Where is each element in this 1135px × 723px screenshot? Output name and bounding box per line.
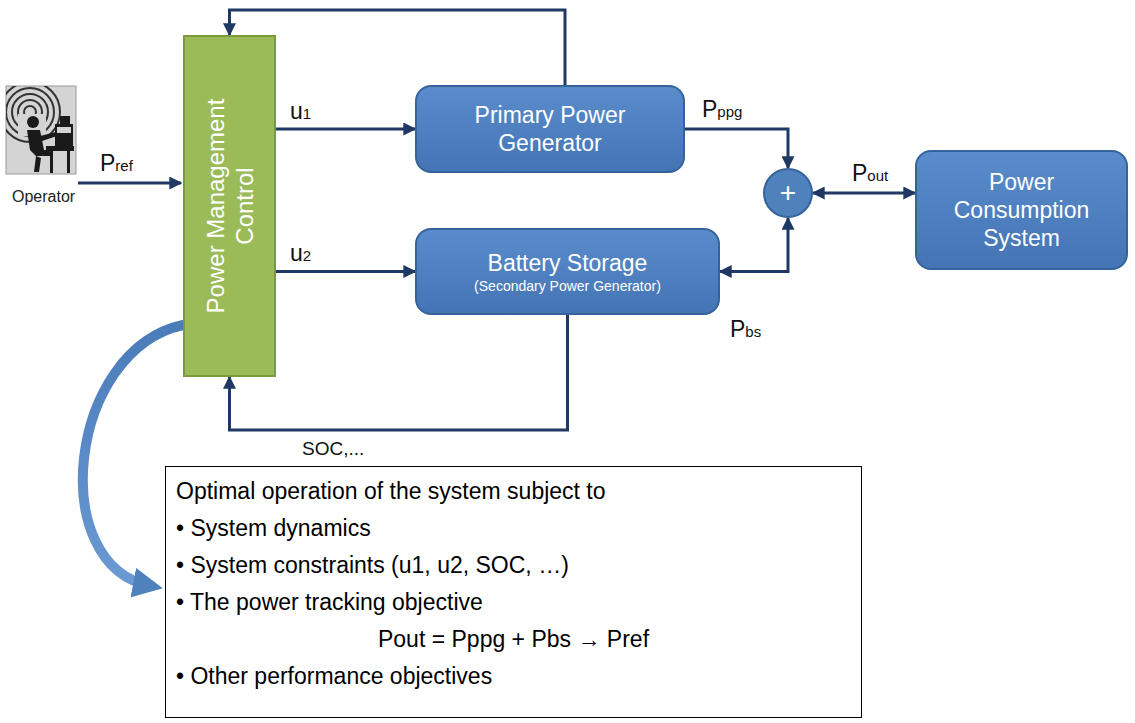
node-title: Optimal operation of the system subject … bbox=[176, 473, 851, 510]
node-text: Pout = Pppg + Pbs → Pref bbox=[176, 621, 851, 658]
note-box: Optimal operation of the system subject … bbox=[165, 466, 862, 718]
illustration-part bbox=[50, 151, 53, 173]
signal-arrow bbox=[230, 315, 568, 430]
illustration-part bbox=[60, 116, 70, 124]
signal-label: u2 bbox=[288, 242, 313, 267]
signal-arrow bbox=[813, 192, 915, 195]
signal-arrow bbox=[720, 218, 788, 272]
signal-arrow bbox=[276, 270, 415, 273]
illustration-part bbox=[67, 151, 70, 173]
node-text: • System constraints (u1, u2, SOC, …) bbox=[176, 547, 851, 584]
signal-arrow bbox=[685, 129, 788, 168]
illustration-part bbox=[46, 146, 74, 151]
node-title: Power Consumption System bbox=[947, 168, 1097, 252]
illustration-part bbox=[55, 124, 73, 146]
node-title: + bbox=[780, 177, 796, 209]
sum-circle: + bbox=[763, 168, 813, 218]
node-title: Battery Storage bbox=[488, 249, 648, 277]
signal-arrow bbox=[276, 128, 415, 131]
operator-caption: Operator bbox=[10, 187, 77, 207]
illustration-part bbox=[6, 86, 76, 174]
node-title: Power Management Control bbox=[201, 89, 259, 324]
illustration-part bbox=[27, 130, 50, 156]
signal-arrow bbox=[230, 10, 566, 85]
process-box: Power Consumption System bbox=[915, 150, 1128, 270]
node-text: • The power tracking objective bbox=[176, 584, 851, 621]
rotated-text-holder: Power Management Control bbox=[201, 89, 259, 324]
illustration-part bbox=[40, 132, 57, 141]
signal-label: SOC,... bbox=[300, 438, 366, 460]
signal-label: u1 bbox=[288, 100, 313, 125]
node-text: (Secondary Power Generator) bbox=[474, 277, 661, 295]
signal-label: Pout bbox=[850, 162, 890, 187]
signal-label: Pbs bbox=[728, 318, 763, 343]
illustration-part bbox=[27, 116, 39, 128]
control-box: Power Management Control bbox=[183, 35, 276, 377]
process-box: Battery Storage(Secondary Power Generato… bbox=[415, 228, 720, 315]
illustration-part bbox=[57, 127, 71, 133]
reference-arrow bbox=[78, 182, 181, 185]
node-title: Primary Power Generator bbox=[455, 101, 645, 157]
node-text: • Other performance objectives bbox=[176, 658, 851, 695]
signal-label: Pref bbox=[98, 152, 135, 177]
illustration-part bbox=[34, 156, 41, 172]
operator-picture bbox=[0, 82, 76, 174]
node-text: • System dynamics bbox=[176, 510, 851, 547]
illustration-part bbox=[6, 88, 54, 136]
signal-label: Pppg bbox=[700, 98, 744, 123]
process-box: Primary Power Generator bbox=[415, 85, 685, 173]
